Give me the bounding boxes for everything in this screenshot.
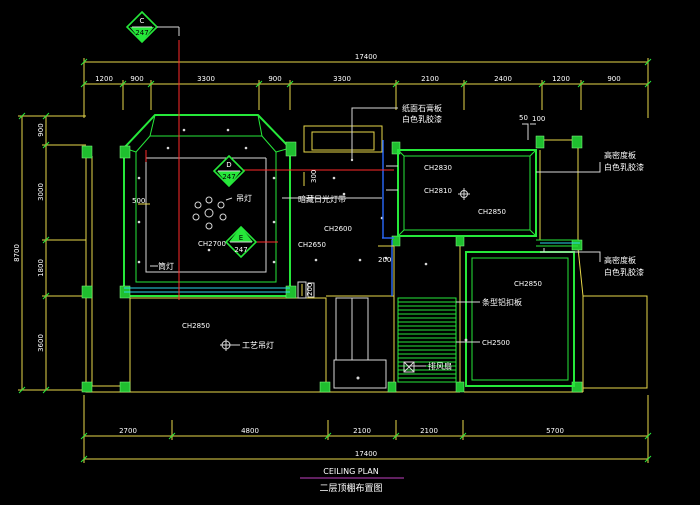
label-density-a-2: 白色乳胶漆	[604, 162, 644, 172]
corridor-elements	[297, 176, 428, 389]
top-dim-8: 1200	[552, 75, 570, 83]
octagon-ceiling	[123, 114, 291, 297]
marker-c-number: 247	[135, 29, 148, 37]
top-dim-2: 900	[130, 75, 143, 83]
height-ch2850-a: CH2850	[478, 208, 506, 216]
left-total-dim: 8700	[13, 244, 21, 262]
height-ch2830: CH2830	[424, 164, 452, 172]
label-exhaust-fan: 排风扇	[428, 361, 452, 371]
dim-inner-200-a: 200	[378, 256, 391, 264]
dim-small-50: 50	[519, 114, 528, 122]
marker-c-letter: C	[140, 17, 145, 25]
section-marker-d: D 247	[212, 154, 246, 188]
left-dim-3: 1800	[37, 259, 45, 277]
height-ch2650-a: CH2650	[298, 241, 326, 249]
bedroom-ceiling	[397, 149, 537, 237]
section-lines	[124, 140, 580, 296]
dim-inner-500: 500	[132, 197, 145, 205]
dim-inner-300: 300	[310, 170, 318, 183]
structural-columns	[81, 135, 583, 393]
bottom-dim-5: 5700	[546, 427, 564, 435]
top-dim-4: 900	[268, 75, 281, 83]
bottom-dimension-chain: 2700 4800 2100 2100 5700 17400	[80, 395, 652, 463]
section-marker-c: C 247	[125, 10, 180, 44]
height-ch2850-c: CH2850	[514, 280, 542, 288]
top-dim-7: 2400	[494, 75, 512, 83]
top-dim-6: 2100	[421, 75, 439, 83]
bottom-dim-2: 4800	[241, 427, 259, 435]
leader-lines	[138, 107, 601, 367]
label-density-a-1: 高密度板	[604, 150, 636, 160]
annotation-labels: 纸面石膏板 白色乳胶漆 50 100 高密度板 白色乳胶漆 高密度板 白色乳胶漆…	[132, 103, 644, 371]
dim-inner-200-b: 200	[306, 283, 314, 296]
marker-e-number: 247	[234, 246, 247, 254]
height-ch2600: CH2600	[324, 225, 352, 233]
label-strip-aluminum: 条型铝扣板	[482, 297, 522, 307]
top-dim-5: 3300	[333, 75, 351, 83]
bottom-dim-3: 2100	[353, 427, 371, 435]
left-dimension-chain: 8700 900 3000 1800 3600	[13, 112, 86, 394]
label-gypsum-2: 白色乳胶漆	[402, 114, 442, 124]
height-ch2700: CH2700	[198, 240, 226, 248]
left-dim-4: 3600	[37, 334, 45, 352]
left-dim-1: 900	[37, 123, 45, 136]
label-art-chandelier: 工艺吊灯	[242, 340, 274, 350]
top-dim-3: 3300	[197, 75, 215, 83]
height-ch2810: CH2810	[424, 187, 452, 195]
title-chinese: 二层顶棚布置图	[319, 482, 382, 494]
top-total-dim: 17400	[355, 53, 377, 61]
height-ch2850-b: CH2850	[182, 322, 210, 330]
outer-walls	[85, 125, 648, 393]
height-ch2500: CH2500	[482, 339, 510, 347]
bottom-dim-1: 2700	[119, 427, 137, 435]
top-dim-9: 900	[607, 75, 620, 83]
downlights	[137, 128, 276, 264]
label-chandelier: 吊灯	[236, 193, 252, 203]
bottom-total-dim: 17400	[355, 450, 377, 458]
chandelier-symbol	[192, 196, 233, 230]
top-dim-1: 1200	[95, 75, 113, 83]
drawing-title: CEILING PLAN 二层顶棚布置图	[300, 467, 404, 494]
label-density-b-2: 白色乳胶漆	[604, 267, 644, 277]
marker-e-letter: E	[239, 234, 243, 242]
marker-d-letter: D	[226, 161, 231, 169]
dim-small-100: 100	[532, 115, 545, 123]
marker-d-number: 247	[222, 173, 235, 181]
section-marker-e: E 247	[224, 225, 258, 259]
left-dim-2: 3000	[37, 183, 45, 201]
label-gypsum-1: 纸面石膏板	[402, 103, 442, 113]
label-downlight: 筒灯	[158, 261, 174, 271]
bottom-dim-4: 2100	[420, 427, 438, 435]
label-density-b-1: 高密度板	[604, 255, 636, 265]
title-english: CEILING PLAN	[323, 467, 378, 476]
strip-aluminum-ceiling	[397, 297, 457, 383]
lower-right-ceiling	[464, 239, 578, 387]
label-hidden-light: 暗藏日光灯带	[298, 194, 346, 204]
top-dimension-chain: 17400 1200 900 3300 900 3300 2100 2400 1…	[80, 53, 652, 118]
